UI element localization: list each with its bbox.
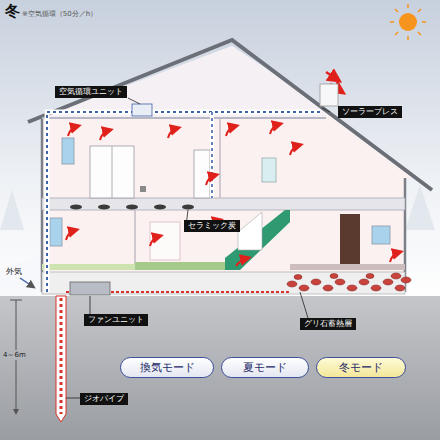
node-text: 空気循環ユニット — [59, 87, 123, 96]
geo-pipe — [56, 296, 66, 422]
closet — [90, 146, 134, 198]
fan-unit — [70, 282, 110, 295]
outside-air-arrow — [20, 278, 32, 286]
ground — [0, 296, 440, 440]
second-floor-slab — [42, 198, 405, 210]
node-text: ソーラーブレス — [342, 107, 398, 116]
title: 冬 — [5, 2, 20, 21]
window — [62, 138, 74, 164]
part-label: セラミック炭 — [184, 220, 240, 232]
warm-air-arrows — [66, 124, 400, 266]
air-duct — [47, 112, 320, 292]
node-text: セラミック炭 — [188, 221, 236, 230]
roof — [28, 40, 432, 190]
node-text: 夏モード — [243, 360, 287, 375]
part-label: ファンユニット — [84, 314, 148, 326]
note: ※空気循環（50分／h） — [22, 9, 97, 19]
node-text: 換気モード — [140, 360, 195, 375]
mode-button: 換気モード — [120, 357, 214, 378]
sky — [0, 0, 440, 300]
door — [194, 150, 210, 198]
sun — [390, 4, 426, 40]
leader-lines — [66, 98, 330, 398]
house-interior — [42, 46, 420, 292]
stairs — [225, 210, 290, 270]
depth-label: 4～6m — [2, 350, 27, 360]
ceramic-charcoal — [70, 205, 194, 210]
part-label: ソーラーブレス — [338, 106, 402, 118]
solar-unit — [320, 84, 338, 106]
node-text: ファンユニット — [88, 315, 144, 324]
node-text: 冬モード — [339, 360, 383, 375]
part-label: グリ石蓄熱層 — [300, 318, 356, 330]
ceiling — [42, 117, 326, 119]
part-label: 空気循環ユニット — [55, 86, 127, 98]
node-text: ジオパイプ — [84, 394, 124, 403]
circulation-unit — [132, 104, 152, 116]
attic — [42, 46, 326, 118]
node-text: グリ石蓄熱層 — [304, 319, 352, 328]
tatami — [135, 262, 227, 270]
gravel-stones — [287, 273, 411, 291]
foundation — [42, 272, 405, 294]
mode-button: 冬モード — [316, 357, 406, 378]
part-label: ジオパイプ — [80, 393, 128, 405]
outside-air-label: 外気 — [6, 266, 22, 277]
entrance-door — [340, 214, 360, 264]
mode-button: 夏モード — [221, 357, 309, 378]
